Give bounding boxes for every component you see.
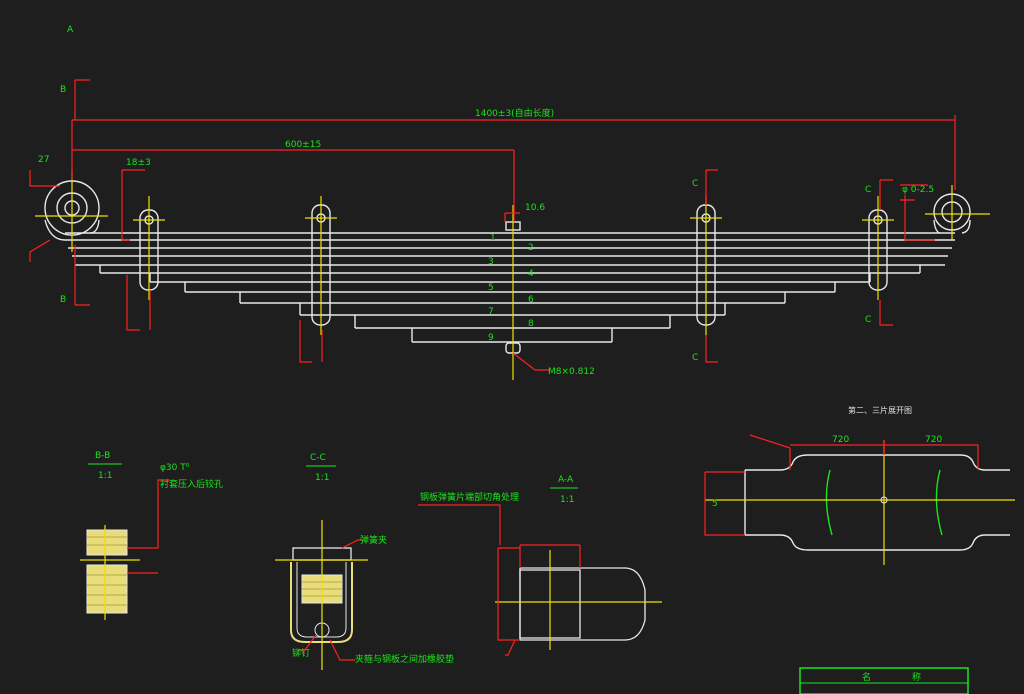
note-aa: 钢板弹簧片端部切角处理	[420, 491, 519, 503]
dim-center: 10.6	[525, 203, 545, 213]
label-c2-bottom: C	[865, 315, 871, 325]
taper-title: 第二、三片展开图	[848, 405, 912, 415]
dim-overall: 1400±3(自由长度)	[475, 107, 554, 119]
leaf-num-7: 7	[488, 307, 494, 317]
tapered-leaf-view: 第二、三片展开图 5 720 720	[704, 405, 1015, 565]
title-block-cell1: 名	[862, 671, 871, 683]
section-cc: C-C 1:1 弹簧夹 铆钉 夹箍与钢板之间加橡胶垫	[275, 453, 454, 670]
dim-bush: φ30 T⁰	[160, 463, 190, 473]
section-bb-title: B-B	[95, 451, 110, 461]
label-a-top: A	[67, 25, 74, 35]
dim-bolt: M8×0.812	[548, 367, 595, 377]
leaf-spring-assembly	[44, 180, 971, 354]
note-bb: 衬套压入后铰孔	[160, 478, 223, 490]
centerlines-main	[35, 170, 990, 380]
leaf-num-6: 6	[528, 295, 534, 305]
dim-left-w: 18±3	[126, 158, 151, 168]
note-cc3: 铆钉	[292, 647, 310, 659]
section-cc-title: C-C	[310, 453, 326, 463]
section-bb: B-B 1:1 φ30 T⁰ 衬套压入后铰孔	[80, 451, 223, 620]
note-cc2: 夹箍与钢板之间加橡胶垫	[355, 653, 454, 665]
leaf-num-1: 1	[490, 233, 496, 243]
leaf-num-8: 8	[528, 319, 534, 329]
dim-side: φ 0-2.5	[902, 185, 934, 195]
title-block: 名 称	[799, 667, 969, 694]
seg-right: 720	[925, 435, 942, 445]
leaf-num-4: 4	[528, 269, 534, 279]
label-c2-top: C	[865, 185, 871, 195]
section-aa: A-A 1:1 钢板弹簧片端部切角处理	[418, 475, 662, 656]
dim-half: 600±15	[285, 140, 321, 150]
dimensions-main	[29, 79, 956, 371]
dim-eye: 27	[38, 155, 49, 165]
leaf-num-5: 5	[488, 283, 494, 293]
leaf-num-9: 9	[488, 333, 494, 343]
section-aa-title: A-A	[558, 475, 574, 485]
section-aa-scale: 1:1	[560, 495, 574, 505]
leaf-num-2: 2	[528, 243, 534, 253]
note-cc1: 弹簧夹	[360, 534, 387, 546]
label-b-top: B	[60, 85, 66, 95]
dimension-text-main: 1400±3(自由长度) 600±15 27 18±3 10.6 M8×0.81…	[38, 25, 934, 377]
section-cc-scale: 1:1	[315, 473, 329, 483]
label-c1-bottom: C	[692, 353, 698, 363]
label-c1-top: C	[692, 179, 698, 189]
section-bb-scale: 1:1	[98, 471, 112, 481]
taper-dim: 5	[712, 499, 718, 509]
title-block-cell2: 称	[912, 671, 921, 683]
leaf-num-3: 3	[488, 257, 494, 267]
seg-left: 720	[832, 435, 849, 445]
label-b-bottom: B	[60, 295, 66, 305]
